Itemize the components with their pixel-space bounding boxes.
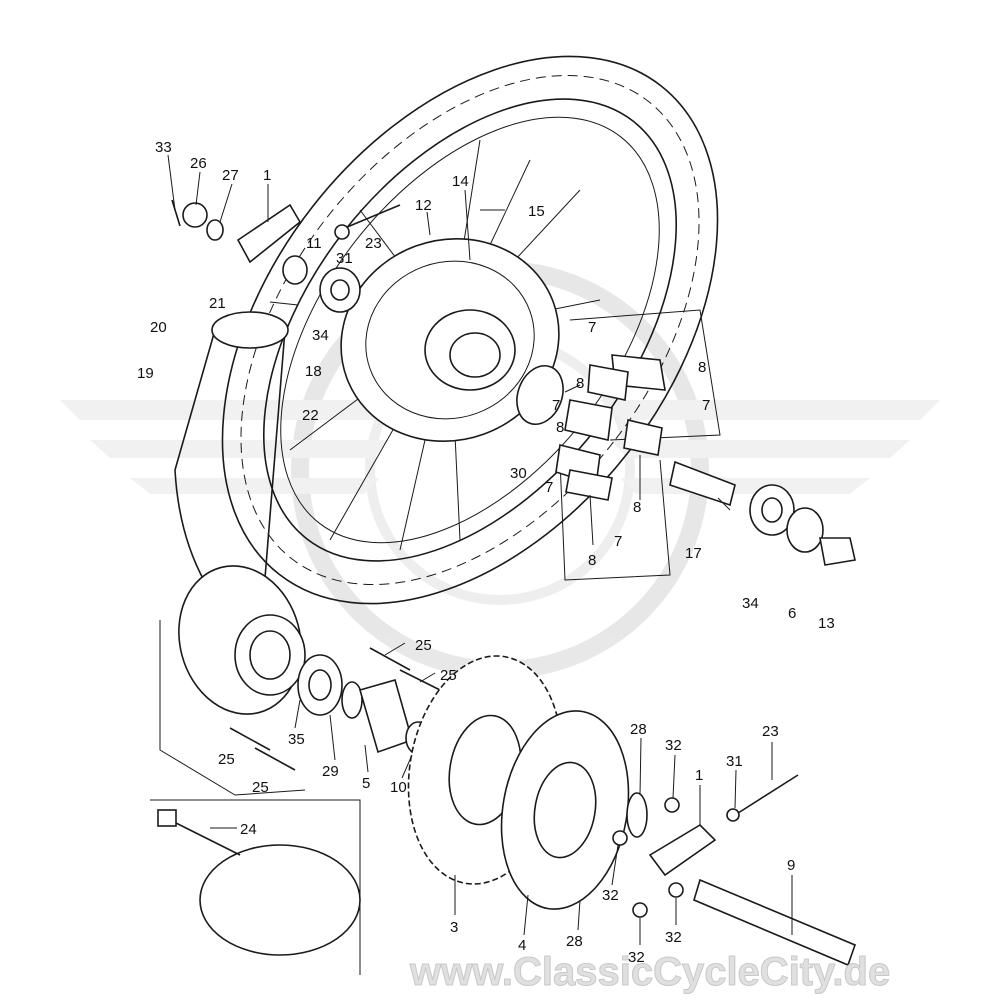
label-32-a: 32: [665, 737, 682, 754]
label-32-b: 32: [602, 887, 619, 904]
label-32-d: 32: [665, 929, 682, 946]
sprocket-disc-drawing: [407, 655, 630, 910]
label-33: 33: [155, 139, 172, 156]
label-10: 10: [390, 779, 407, 796]
label-4: 4: [518, 937, 526, 954]
right-axle-parts: [669, 460, 856, 566]
label-29: 29: [322, 763, 339, 780]
label-31-upper: 31: [336, 250, 353, 267]
tire-drawing: [221, 55, 719, 605]
label-25-a: 25: [415, 637, 432, 654]
label-27: 27: [222, 167, 239, 184]
label-18: 18: [305, 363, 322, 380]
label-20: 20: [150, 319, 167, 336]
label-13: 13: [818, 615, 835, 632]
label-22: 22: [302, 407, 319, 424]
label-7-d: 7: [545, 479, 553, 496]
label-31-lower: 31: [726, 753, 743, 770]
label-15: 15: [528, 203, 545, 220]
label-7-a: 7: [588, 319, 596, 336]
label-28-upper: 28: [630, 721, 647, 738]
label-26: 26: [190, 155, 207, 172]
label-23-lower: 23: [762, 723, 779, 740]
label-34-upper: 34: [312, 327, 329, 344]
label-7-b: 7: [702, 397, 710, 414]
label-12: 12: [415, 197, 432, 214]
label-8-b: 8: [576, 375, 584, 392]
label-30: 30: [510, 465, 527, 482]
label-17: 17: [685, 545, 702, 562]
leader-lines: [167, 154, 793, 945]
label-34-right: 34: [742, 595, 759, 612]
right-lower-parts: [612, 774, 857, 967]
watermark-text: www.ClassicCycleCity.de: [409, 950, 890, 994]
brake-shoes-drawing: [516, 309, 721, 581]
label-5: 5: [362, 775, 370, 792]
hub-drawing: [340, 237, 560, 443]
label-8-c: 8: [556, 419, 564, 436]
label-1-upper: 1: [263, 167, 271, 184]
label-19: 19: [137, 365, 154, 382]
label-8-d: 8: [633, 499, 641, 516]
label-25-b: 25: [440, 667, 457, 684]
label-32-c: 32: [628, 949, 645, 966]
label-23-upper: 23: [365, 235, 382, 252]
sprocket-hub-drawing: [159, 565, 431, 796]
label-7-e: 7: [614, 533, 622, 550]
pins-drawing: [229, 647, 441, 771]
label-6: 6: [788, 605, 796, 622]
label-8-a: 8: [698, 359, 706, 376]
label-11: 11: [306, 235, 322, 252]
label-9: 9: [787, 857, 795, 874]
bolt-inset-drawing: [150, 799, 361, 975]
label-14: 14: [452, 173, 469, 190]
label-8-e: 8: [588, 552, 596, 569]
label-25-d: 25: [252, 779, 269, 796]
label-1-lower: 1: [695, 767, 703, 784]
label-35: 35: [288, 731, 305, 748]
label-28-lower: 28: [566, 933, 583, 950]
label-24: 24: [240, 821, 257, 838]
label-25-c: 25: [218, 751, 235, 768]
label-3: 3: [450, 919, 458, 936]
part-labels: 33 26 27 1 14 15 12 23 11 31 21 34 20 19…: [137, 139, 835, 966]
label-21: 21: [209, 295, 226, 312]
upper-left-parts: [171, 199, 401, 313]
label-7-c: 7: [552, 397, 560, 414]
